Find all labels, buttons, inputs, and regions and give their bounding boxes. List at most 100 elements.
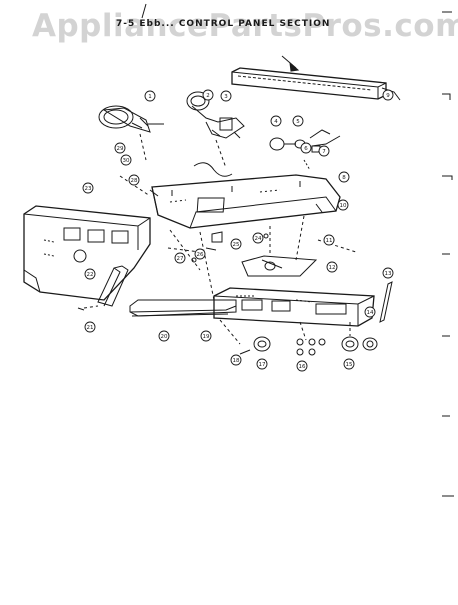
top-rail-part: [231, 55, 401, 101]
callout-circle: [114, 142, 126, 154]
cabinet-side-panel: [23, 205, 151, 301]
callout-circle: [174, 252, 186, 264]
callout-number: 10: [340, 203, 347, 209]
callout-26: 26: [194, 248, 206, 260]
callout-28: 28: [128, 174, 140, 186]
callout-circle: [202, 89, 214, 101]
callout-circle: [300, 142, 312, 154]
callout-27: 27: [174, 252, 186, 264]
callout-18: 18: [230, 354, 242, 366]
callout-number: 9: [386, 93, 390, 99]
callout-number: 21: [87, 325, 94, 331]
callout-circle: [343, 358, 355, 370]
console-trim-strip: [129, 299, 237, 317]
callout-number: 19: [203, 334, 210, 340]
callout-number: 18: [233, 358, 240, 364]
callout-number: 24: [255, 236, 262, 242]
callout-11: 11: [323, 234, 335, 246]
callout-19: 19: [200, 330, 212, 342]
callout-circle: [82, 182, 94, 194]
callout-number: 6: [304, 146, 308, 152]
callout-number: 2: [206, 93, 210, 99]
callout-number: 16: [299, 364, 306, 370]
callout-number: 4: [274, 119, 278, 125]
callout-7: 7: [318, 145, 330, 157]
callout-6: 6: [300, 142, 312, 154]
callout-22: 22: [84, 268, 96, 280]
callout-circle: [200, 330, 212, 342]
support-bracket: [83, 265, 129, 309]
callout-14: 14: [364, 306, 376, 318]
callout-20: 20: [158, 330, 170, 342]
callout-circle: [326, 261, 338, 273]
callout-circle: [144, 90, 156, 102]
callout-number: 14: [367, 310, 374, 316]
callout-10: 10: [337, 199, 349, 211]
console-back-panel: [151, 174, 341, 229]
callout-circle: [338, 171, 350, 183]
callout-circle: [323, 234, 335, 246]
panel-rod: [379, 273, 393, 323]
callout-number: 7: [322, 149, 326, 155]
callout-29: 29: [114, 142, 126, 154]
callout-23: 23: [82, 182, 94, 194]
callout-8: 8: [338, 171, 350, 183]
callout-circle: [84, 321, 96, 333]
callout-12: 12: [326, 261, 338, 273]
callout-circle: [296, 360, 308, 372]
callout-number: 25: [233, 242, 240, 248]
timer-motor-right: [186, 91, 245, 177]
callout-number: 11: [326, 238, 333, 244]
callout-13: 13: [382, 267, 394, 279]
callout-number: 27: [177, 256, 184, 262]
section-title: 7-5 Ebb... CONTROL PANEL SECTION: [116, 19, 331, 29]
callout-number: 12: [329, 265, 336, 271]
callout-circle: [270, 115, 282, 127]
site-watermark: AppliancePartsPros.com: [32, 8, 458, 44]
callout-number: 13: [385, 271, 392, 277]
callout-3: 3: [220, 90, 232, 102]
callout-number: 30: [123, 158, 130, 164]
callout-21: 21: [84, 321, 96, 333]
callout-24: 24: [252, 232, 264, 244]
control-panel-front: [213, 287, 375, 327]
callout-17: 17: [256, 358, 268, 370]
callout-number: 8: [342, 175, 346, 181]
callout-circle: [256, 358, 268, 370]
callout-number: 29: [117, 146, 124, 152]
callout-1: 1: [144, 90, 156, 102]
callout-number: 17: [259, 362, 266, 368]
callout-16: 16: [296, 360, 308, 372]
callout-circle: [364, 306, 376, 318]
callout-circle: [318, 145, 330, 157]
timer-motor-left: [98, 105, 164, 161]
callout-5: 5: [292, 115, 304, 127]
callout-number: 26: [197, 252, 204, 258]
callout-circle: [120, 154, 132, 166]
callout-circle: [194, 248, 206, 260]
callout-number: 3: [224, 94, 228, 100]
callout-number: 20: [161, 334, 168, 340]
callout-circle: [382, 89, 394, 101]
display-lens: [241, 255, 318, 277]
callout-circle: [382, 267, 394, 279]
callout-number: 1: [148, 94, 152, 100]
callout-circle: [292, 115, 304, 127]
callout-2: 2: [202, 89, 214, 101]
callout-circle: [252, 232, 264, 244]
callout-circle: [220, 90, 232, 102]
callout-circle: [158, 330, 170, 342]
callout-25: 25: [230, 238, 242, 250]
callout-circle: [230, 354, 242, 366]
callout-30: 30: [120, 154, 132, 166]
callout-circle: [337, 199, 349, 211]
callout-4: 4: [270, 115, 282, 127]
callout-15: 15: [343, 358, 355, 370]
callout-number: 22: [87, 272, 94, 278]
callout-number: 15: [346, 362, 353, 368]
callout-number: 28: [131, 178, 138, 184]
callout-9: 9: [382, 89, 394, 101]
